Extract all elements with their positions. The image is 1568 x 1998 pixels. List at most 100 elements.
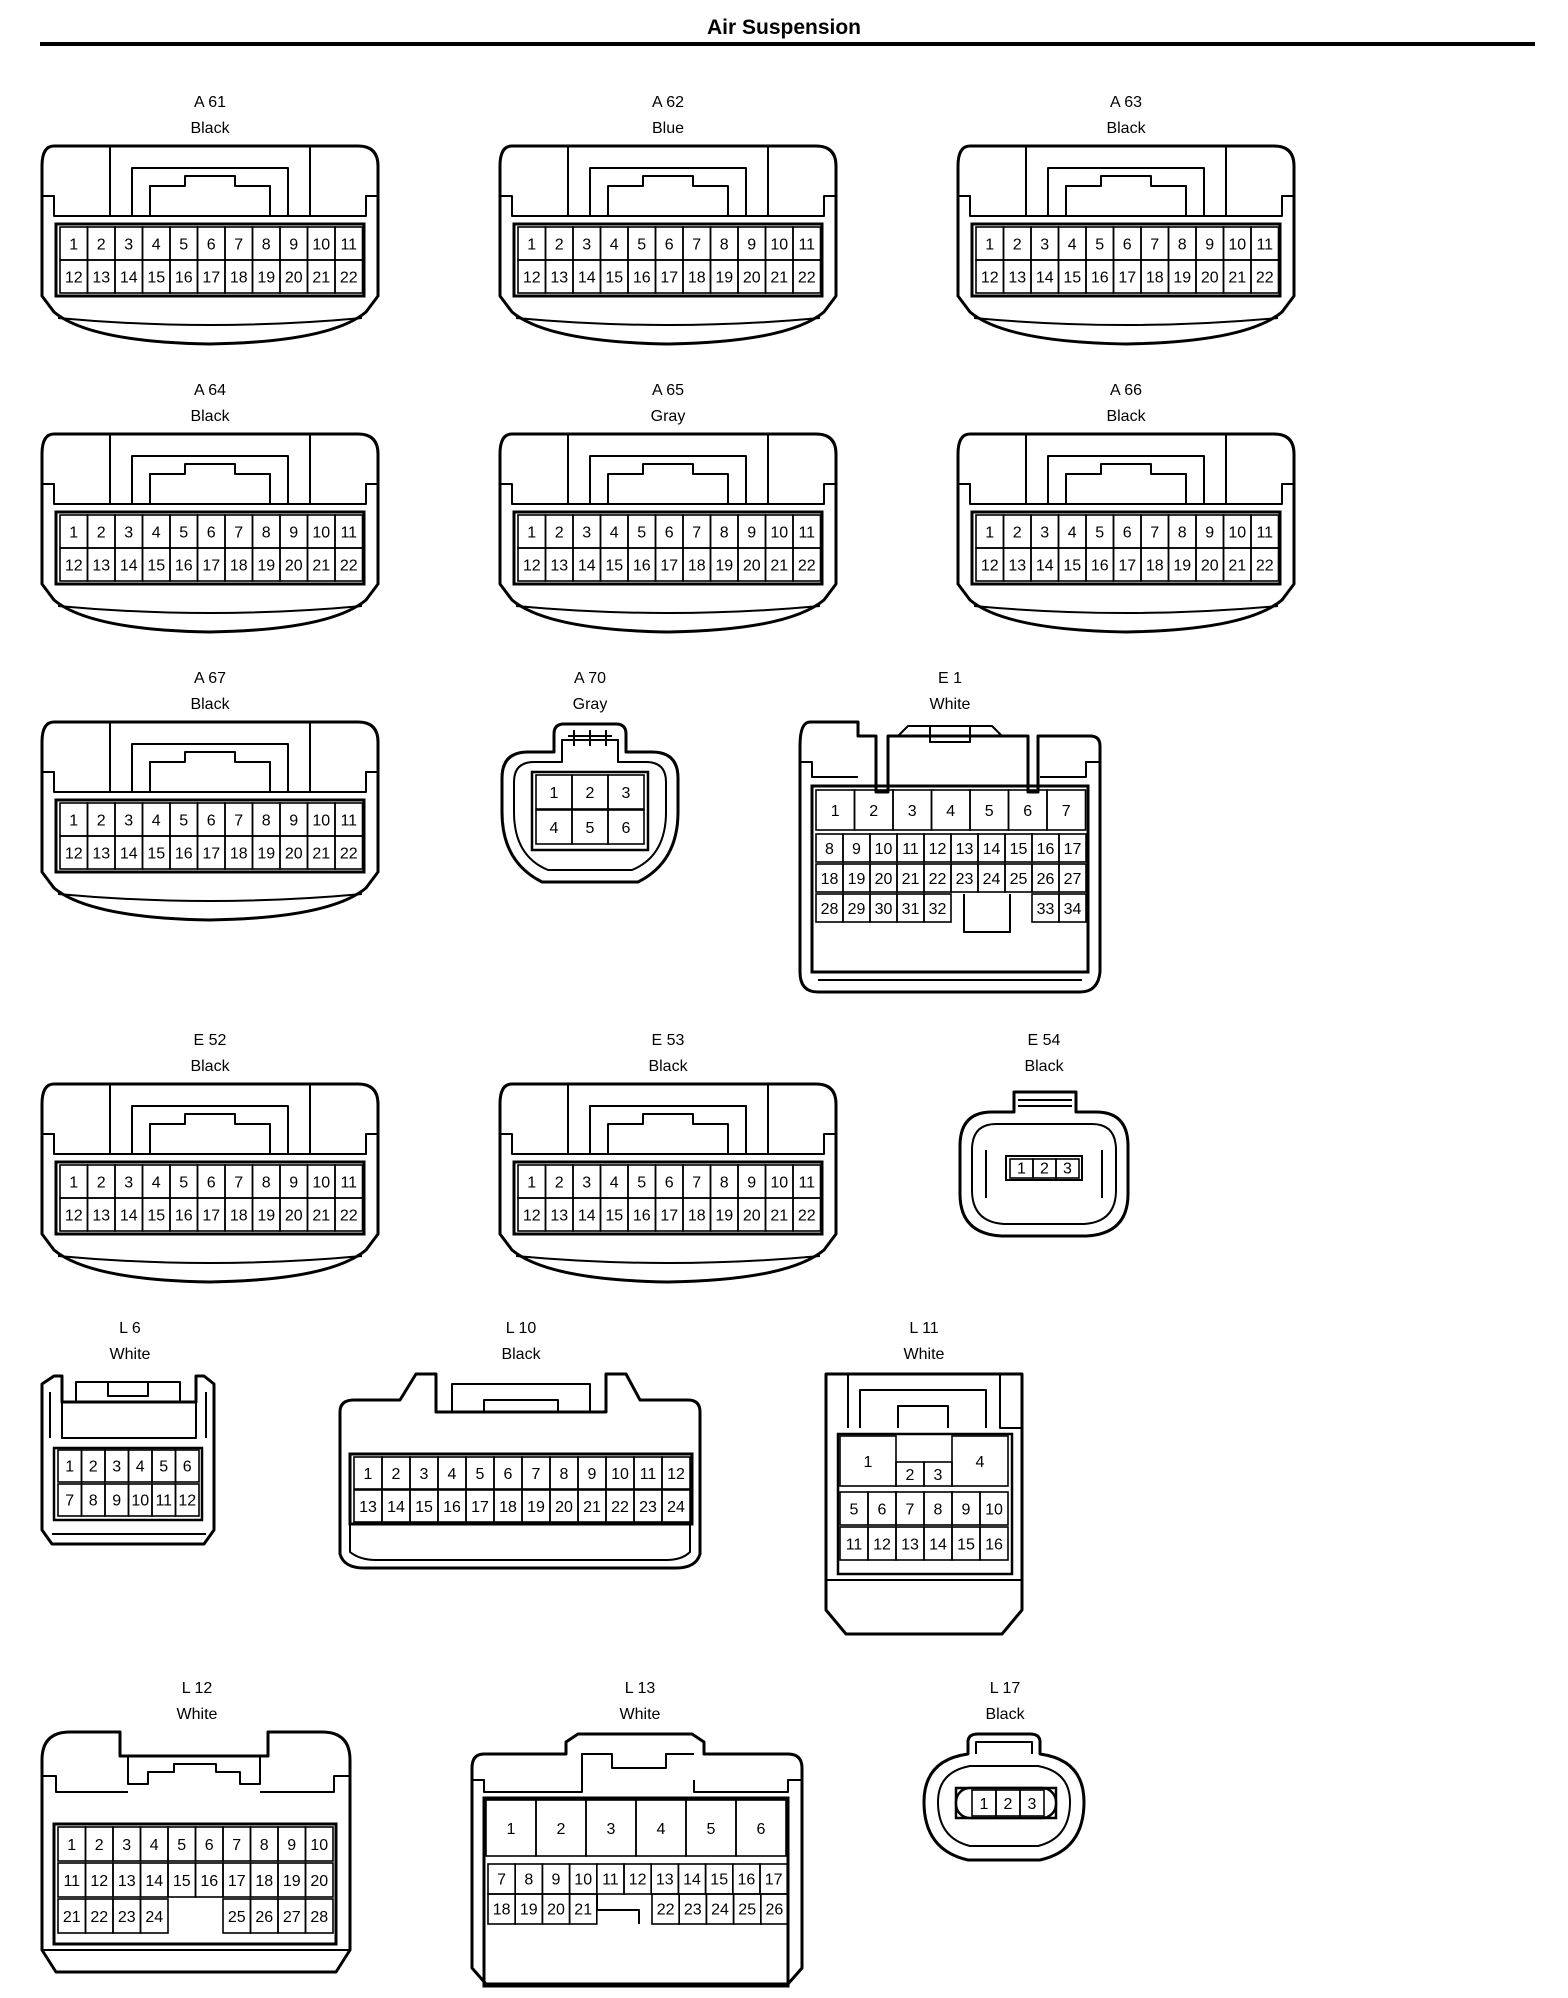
pin-label: 4 (550, 820, 559, 837)
pin-label: 4 (152, 812, 161, 829)
connector-id: A 63 (1109, 94, 1143, 111)
housing-detail (567, 434, 769, 504)
pin-label: 8 (720, 1174, 729, 1191)
housing-detail (42, 771, 378, 793)
pin-cell (661, 1456, 691, 1490)
housing-detail (973, 317, 1279, 326)
pin-label: 14 (578, 1207, 596, 1224)
pin-label: 14 (387, 1499, 405, 1516)
pin-label: 12 (981, 557, 999, 574)
pin-label: 16 (443, 1499, 461, 1516)
pin-label: 4 (448, 1466, 457, 1483)
pin-label: 7 (497, 1871, 506, 1888)
housing-detail (958, 483, 1294, 505)
pin-label: 12 (523, 1207, 541, 1224)
housing-detail (589, 1105, 747, 1154)
pin-label: 3 (124, 236, 133, 253)
connector-color: Black (190, 696, 230, 713)
pin-label: 32 (929, 901, 947, 918)
pin-label: 13 (92, 269, 110, 286)
pin-label: 15 (1063, 557, 1081, 574)
connector-color: Black (1024, 1058, 1064, 1075)
pin-label: 12 (523, 557, 541, 574)
pin-label: 15 (147, 1207, 165, 1224)
pin-label: 15 (1010, 841, 1028, 858)
pin-label: 27 (1064, 871, 1082, 888)
pin-label: 15 (173, 1873, 191, 1890)
pin-cell (792, 547, 822, 582)
pin-cell (1058, 833, 1087, 863)
pin-label: 20 (743, 1207, 761, 1224)
pin-label: 10 (131, 1492, 149, 1509)
housing-detail (149, 1113, 271, 1154)
pin-label: 10 (312, 236, 330, 253)
pin-label: 11 (63, 1873, 80, 1890)
pin-label: 8 (524, 1871, 533, 1888)
housing-detail (1065, 463, 1187, 504)
pin-label: 6 (757, 1821, 766, 1838)
housing-outline (40, 720, 380, 922)
pin-label: 21 (770, 1207, 788, 1224)
pin-label: 20 (743, 269, 761, 286)
pin-label: 12 (178, 1492, 196, 1509)
pin-label: 5 (177, 1837, 186, 1854)
pin-label: 18 (688, 1207, 706, 1224)
pin-label: 9 (287, 1837, 296, 1854)
connector-id: E 53 (651, 1032, 685, 1049)
pin-label: 18 (688, 269, 706, 286)
pin-label: 7 (906, 1501, 915, 1518)
pin-label: 1 (69, 524, 78, 541)
connector-id: A 64 (193, 382, 227, 399)
pin-label: 26 (255, 1909, 273, 1926)
pin-frame (512, 222, 824, 298)
pin-label: 5 (637, 236, 646, 253)
pin-label: 19 (715, 269, 733, 286)
pin-label: 20 (285, 557, 303, 574)
pin-label: 3 (122, 1837, 131, 1854)
pin-label: 13 (1008, 269, 1026, 286)
pin-label: 5 (179, 812, 188, 829)
pin-label: 17 (660, 1207, 678, 1224)
pin-label: 9 (1205, 524, 1214, 541)
pin-label: 15 (957, 1536, 975, 1553)
pin-frame (54, 222, 366, 298)
housing-outline (824, 1372, 1024, 1636)
pin-label: 12 (873, 1536, 891, 1553)
housing-outline (338, 1372, 702, 1570)
pin-label: 10 (770, 236, 788, 253)
housing-detail (1025, 146, 1227, 216)
pin-label: 12 (667, 1466, 685, 1483)
connector-id: E 54 (1027, 1032, 1061, 1049)
pin-label: 18 (499, 1499, 517, 1516)
housing-detail (472, 1779, 802, 1793)
pin-label: 8 (825, 841, 834, 858)
pin-label: 20 (285, 845, 303, 862)
pin-label: 8 (260, 1837, 269, 1854)
pin-label: 9 (112, 1492, 121, 1509)
pin-label: 10 (770, 524, 788, 541)
pin-label: 28 (310, 1909, 328, 1926)
pin-label: 3 (1063, 1161, 1072, 1178)
pin-label: 9 (747, 236, 756, 253)
pin-label: 20 (555, 1499, 573, 1516)
pin-cell (1019, 1789, 1045, 1817)
pin-label: 1 (831, 803, 840, 820)
pin-label: 21 (312, 1207, 330, 1224)
pin-label: 19 (520, 1901, 538, 1918)
pin-label: 17 (1064, 841, 1082, 858)
housing-detail (131, 743, 289, 792)
housing-outline (470, 1732, 804, 1986)
pin-label: 4 (610, 524, 619, 541)
pin-label: 11 (1256, 524, 1273, 541)
pin-label: 3 (112, 1458, 121, 1475)
pin-label: 4 (946, 803, 955, 820)
pin-label: 26 (766, 1901, 784, 1918)
pin-label: 22 (657, 1901, 675, 1918)
pin-label: 4 (657, 1821, 666, 1838)
housing-detail (131, 167, 289, 216)
connector-color: Black (190, 1058, 230, 1075)
